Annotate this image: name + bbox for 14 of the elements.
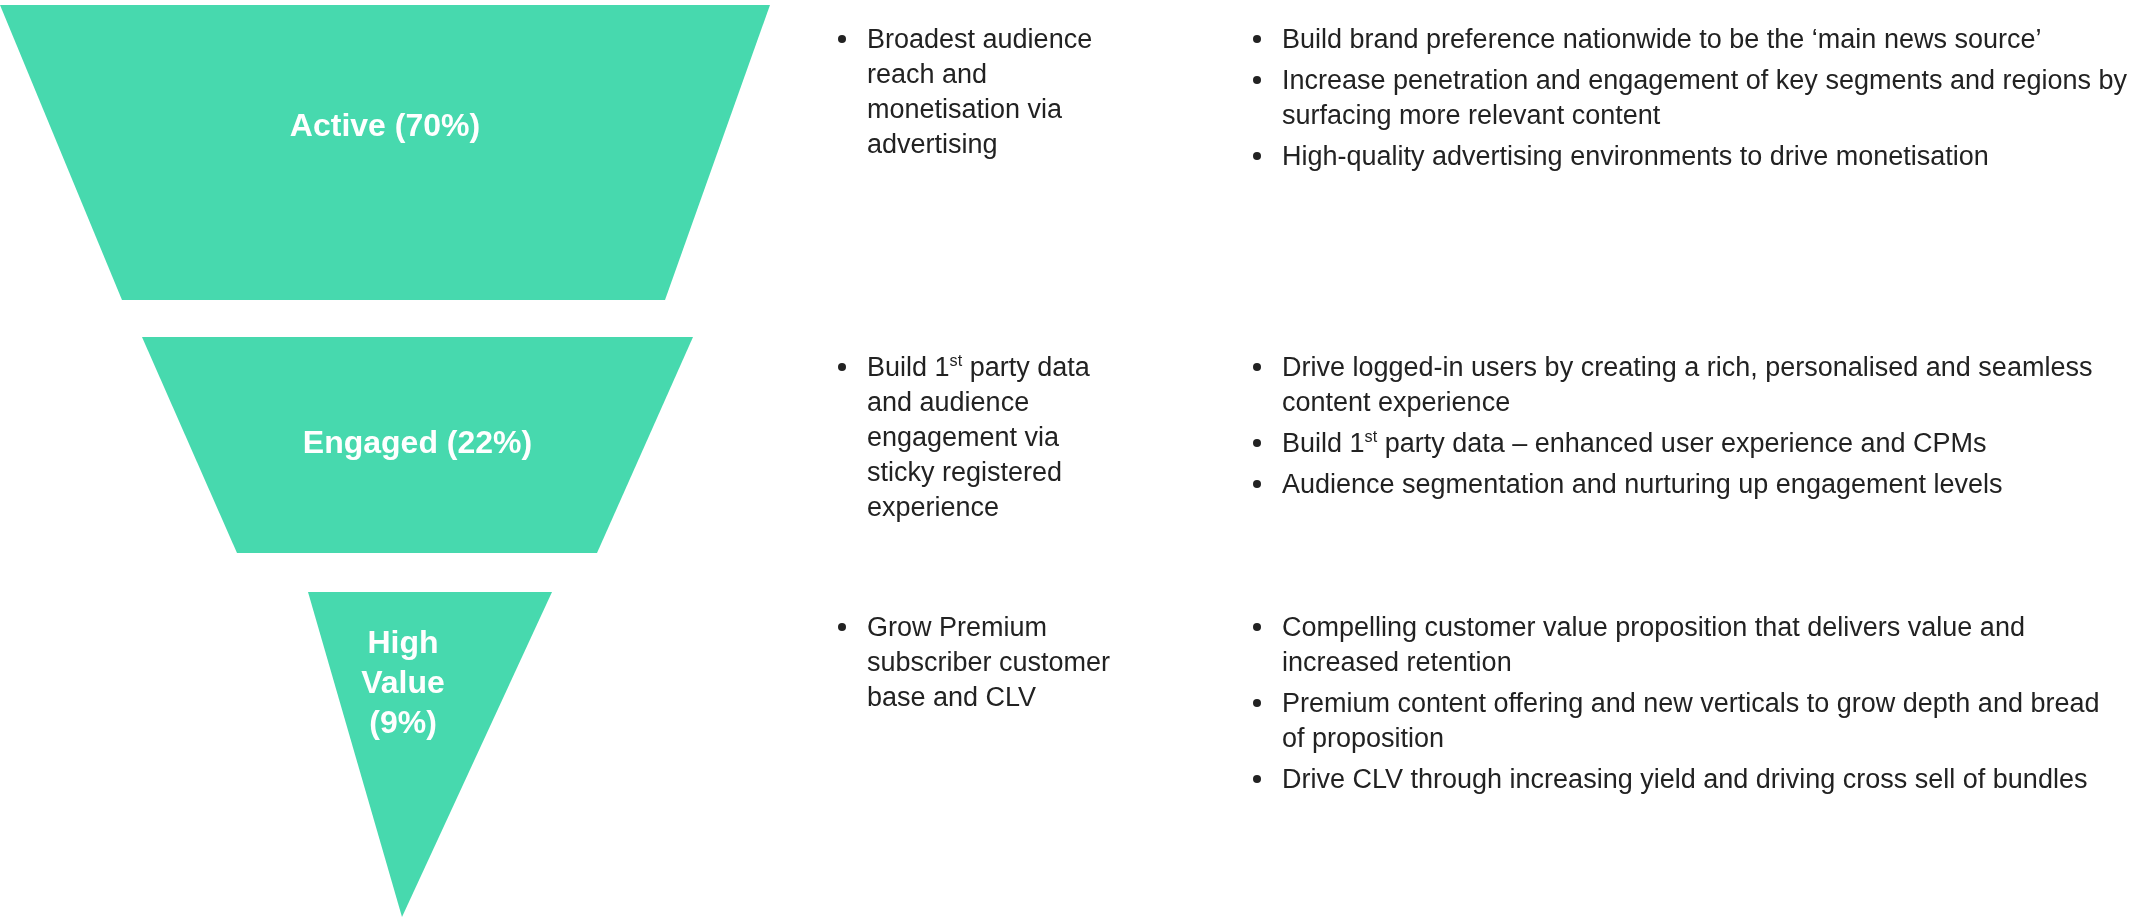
bullet-point: Drive CLV through increasing yield and driving cross sell of bundles: [1282, 763, 2089, 796]
bullet-point: Premium content offering and new verticals to grow depth and bread of proposition: [1282, 687, 2101, 755]
bullet-point: Broadest audience reach and monetisation via advertising: [867, 23, 1094, 161]
bullet-point: Build 1$^{st}$ party data – enhanced user experience and CPMs: [1282, 426, 1988, 460]
bullet-point: Build brand preference nationwide to be the ‘main news source’: [1282, 23, 2043, 56]
bullet-point: Build 1$^{st}$ party data and audience engagement via sticky registered experience: [867, 350, 1091, 524]
bullet-point: Grow Premium subscriber customer base and CLV: [867, 611, 1112, 714]
bullet-point: Audience segmentation and nurturing up engagement levels: [1282, 468, 2004, 501]
funnel-label: Engaged (22%): [301, 423, 534, 462]
funnel-label: High Value (9%): [360, 623, 446, 742]
bullet-point: Compelling customer value proposition that delivers value and increased retention: [1282, 611, 2026, 679]
funnel-label: Active (70%): [288, 106, 482, 145]
bullet-point: Increase penetration and engagement of key segments and regions by surfacing more relevant content: [1282, 64, 2128, 132]
bullet-point: High-quality advertising environments to drive monetisation: [1282, 140, 1990, 173]
